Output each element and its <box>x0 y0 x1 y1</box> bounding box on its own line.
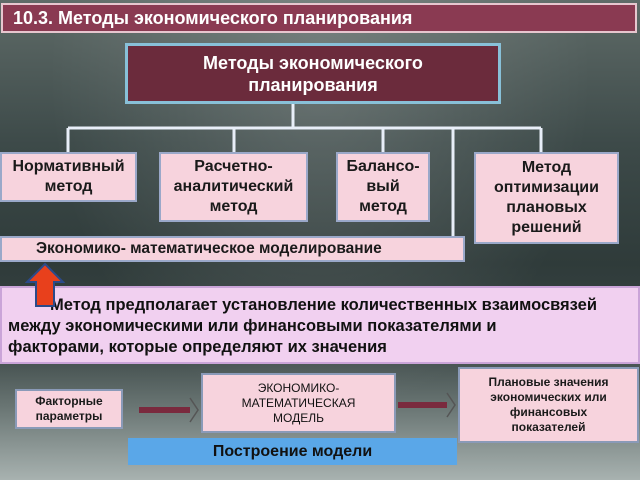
method-optimization: Метод оптимизации плановых решений <box>474 152 619 244</box>
method-label: решений <box>511 219 582 236</box>
method-calculation-analytical: Расчетно- аналитический метод <box>159 152 308 222</box>
method-label: вый <box>366 178 400 195</box>
model-label: ЭКОНОМИКО- <box>257 380 340 395</box>
description-line: между экономическими или финансовыми пок… <box>8 317 497 335</box>
result-label: Плановые значения <box>488 375 609 389</box>
factor-parameters-box: Факторные параметры <box>15 389 123 429</box>
result-label: финансовых <box>509 405 588 419</box>
build-model-bar: Построение модели <box>128 438 457 465</box>
factors-label: Факторные <box>35 394 103 408</box>
main-box-line: планирования <box>248 74 378 95</box>
econ-model-label: Экономико- математическое моделирование <box>36 240 382 257</box>
description-line: факторами, которые определяют их значени… <box>8 338 387 356</box>
method-label: метод <box>44 178 93 195</box>
method-label: Балансо- <box>346 158 420 175</box>
description-line: Метод предполагает установление количест… <box>50 296 597 314</box>
method-label: Расчетно- <box>194 158 273 175</box>
flow-arrow-1 <box>139 397 199 423</box>
model-label: МОДЕЛЬ <box>273 410 324 425</box>
result-label: экономических или <box>490 390 607 404</box>
model-label: МАТЕМАТИЧЕСКАЯ <box>241 395 356 410</box>
planned-values-box: Плановые значения экономических или фина… <box>458 367 639 443</box>
main-methods-box: Методы экономического планирования <box>125 43 501 104</box>
econ-math-modeling-box: Экономико- математическое моделирование <box>0 236 465 262</box>
method-label: плановых <box>506 199 587 216</box>
method-label: Нормативный <box>12 158 125 175</box>
method-normative: Нормативный метод <box>0 152 137 202</box>
method-label: метод <box>359 198 407 215</box>
method-label: метод <box>209 198 258 215</box>
method-label: аналитический <box>173 178 294 195</box>
main-box-line: Методы экономического <box>203 52 423 73</box>
method-label: оптимизации <box>494 179 599 196</box>
econ-math-model-box: ЭКОНОМИКО- МАТЕМАТИЧЕСКАЯ МОДЕЛЬ <box>201 373 396 433</box>
flow-arrow-2 <box>398 392 456 418</box>
method-balance: Балансо- вый метод <box>336 152 430 222</box>
build-model-label: Построение модели <box>212 442 373 460</box>
factors-label: параметры <box>35 409 103 423</box>
method-description: Метод предполагает установление количест… <box>0 286 640 364</box>
slide-title: 10.3. Методы экономического планирования <box>1 3 637 33</box>
method-label: Метод <box>521 159 572 176</box>
up-arrow-icon <box>25 262 65 307</box>
result-label: показателей <box>511 420 586 434</box>
